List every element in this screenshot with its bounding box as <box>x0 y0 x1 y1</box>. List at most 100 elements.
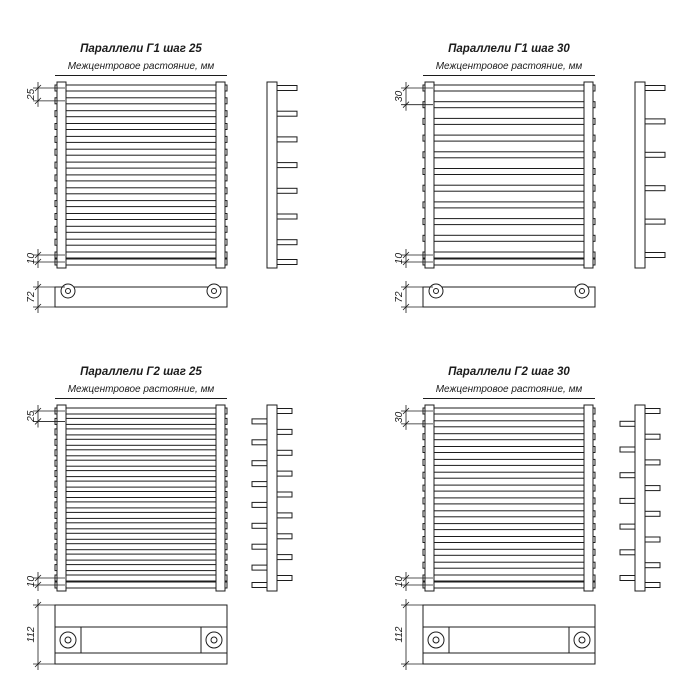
pipe-connection-hole <box>432 636 440 644</box>
dimension: 112 <box>394 599 433 670</box>
tube <box>54 553 228 561</box>
tube <box>422 433 596 441</box>
pipe-connection-hole <box>65 288 71 294</box>
tube <box>54 449 228 457</box>
pipe-connection-hole <box>579 288 585 294</box>
pipe-connection-ring <box>573 631 591 649</box>
tube <box>422 258 596 266</box>
dimension-label: 30 <box>394 411 405 423</box>
dimension-tick <box>402 251 410 259</box>
tube-end <box>251 582 268 588</box>
dimension-tick <box>402 283 410 291</box>
tube-end <box>619 575 636 581</box>
dimension-tick <box>34 97 42 105</box>
tube-end <box>276 554 293 561</box>
tube <box>54 174 228 182</box>
tube-end <box>251 564 268 571</box>
tube-end <box>276 110 298 117</box>
dimension-label: 10 <box>394 253 405 265</box>
diagram-panel-g2-step30: Параллели Г2 шаг 30 Межцентровое растоян… <box>378 358 700 683</box>
tube <box>422 168 596 175</box>
dimension: 72 <box>394 281 433 313</box>
dimension: 25 <box>26 82 65 107</box>
collector-base <box>422 652 596 665</box>
tube <box>422 446 596 453</box>
tube-end <box>644 185 666 192</box>
tube <box>422 134 596 142</box>
tube <box>54 532 228 540</box>
tube-end <box>644 252 666 258</box>
dimension: 25 <box>26 405 65 428</box>
tube <box>54 543 228 551</box>
tube <box>54 480 228 488</box>
tube <box>422 407 596 415</box>
pipe-connection-ring <box>205 631 223 649</box>
tube-end <box>619 523 636 530</box>
tube-end <box>276 408 293 414</box>
tube <box>54 574 228 582</box>
dimension: 10 <box>26 249 65 268</box>
tube <box>422 510 596 518</box>
diagram-subtitle: Межцентровое растояние, мм <box>55 61 227 76</box>
tube <box>422 184 596 192</box>
tube-end <box>644 408 661 414</box>
tube <box>422 117 596 125</box>
pipe-connection-hole <box>210 636 218 644</box>
tube <box>54 238 228 246</box>
dimension: 112 <box>26 599 65 670</box>
tube-end <box>644 582 661 588</box>
tube <box>54 110 228 118</box>
collector-view <box>422 604 596 665</box>
dimension-tick <box>402 101 410 108</box>
tube-end <box>276 162 298 169</box>
tube <box>54 225 228 233</box>
diagram-subtitle: Межцентровое растояние, мм <box>55 384 227 399</box>
tube-end <box>644 562 661 569</box>
side-rail <box>266 404 278 592</box>
tube-end <box>251 418 268 425</box>
tube <box>422 471 596 479</box>
tube-end <box>251 481 268 488</box>
tube <box>422 536 596 543</box>
side-view <box>266 81 298 269</box>
tube <box>54 581 228 589</box>
tube <box>54 511 228 519</box>
dimension-tick <box>402 574 410 582</box>
dimension-tick <box>34 581 42 589</box>
tube-end <box>276 491 293 498</box>
dimension-tick <box>34 258 42 266</box>
tube <box>54 407 228 415</box>
tube <box>54 428 228 436</box>
tube <box>422 581 596 589</box>
pipe-connection-hole <box>433 288 439 294</box>
tube-end <box>251 501 268 508</box>
tube <box>54 200 228 208</box>
pipe-connection-ring <box>206 283 222 299</box>
tube <box>422 101 596 109</box>
dimension: 30 <box>394 405 433 430</box>
tube <box>422 151 596 159</box>
tube <box>54 187 228 195</box>
tube-end <box>276 512 293 519</box>
right-riser <box>215 81 226 269</box>
left-riser <box>424 81 435 269</box>
tube-end <box>644 536 661 543</box>
diagram-title: Параллели Г2 шаг 30 <box>448 366 570 378</box>
dimension-label: 72 <box>394 291 405 303</box>
left-riser <box>424 404 435 592</box>
dimension-label: 10 <box>26 253 37 265</box>
tube <box>422 458 596 466</box>
dimension-tick <box>34 660 42 668</box>
tube-end <box>276 136 298 143</box>
diagram-subtitle: Межцентровое растояние, мм <box>423 384 595 399</box>
tube-end <box>251 460 268 467</box>
diagram-panel-g1-step25: Параллели Г1 шаг 25 Межцентровое растоян… <box>10 35 370 360</box>
tube <box>422 523 596 531</box>
right-riser <box>583 404 594 592</box>
tube-end <box>644 218 666 225</box>
dimension-label: 72 <box>26 291 37 303</box>
tube <box>422 561 596 569</box>
tube-end <box>644 433 661 440</box>
side-view <box>251 404 293 592</box>
